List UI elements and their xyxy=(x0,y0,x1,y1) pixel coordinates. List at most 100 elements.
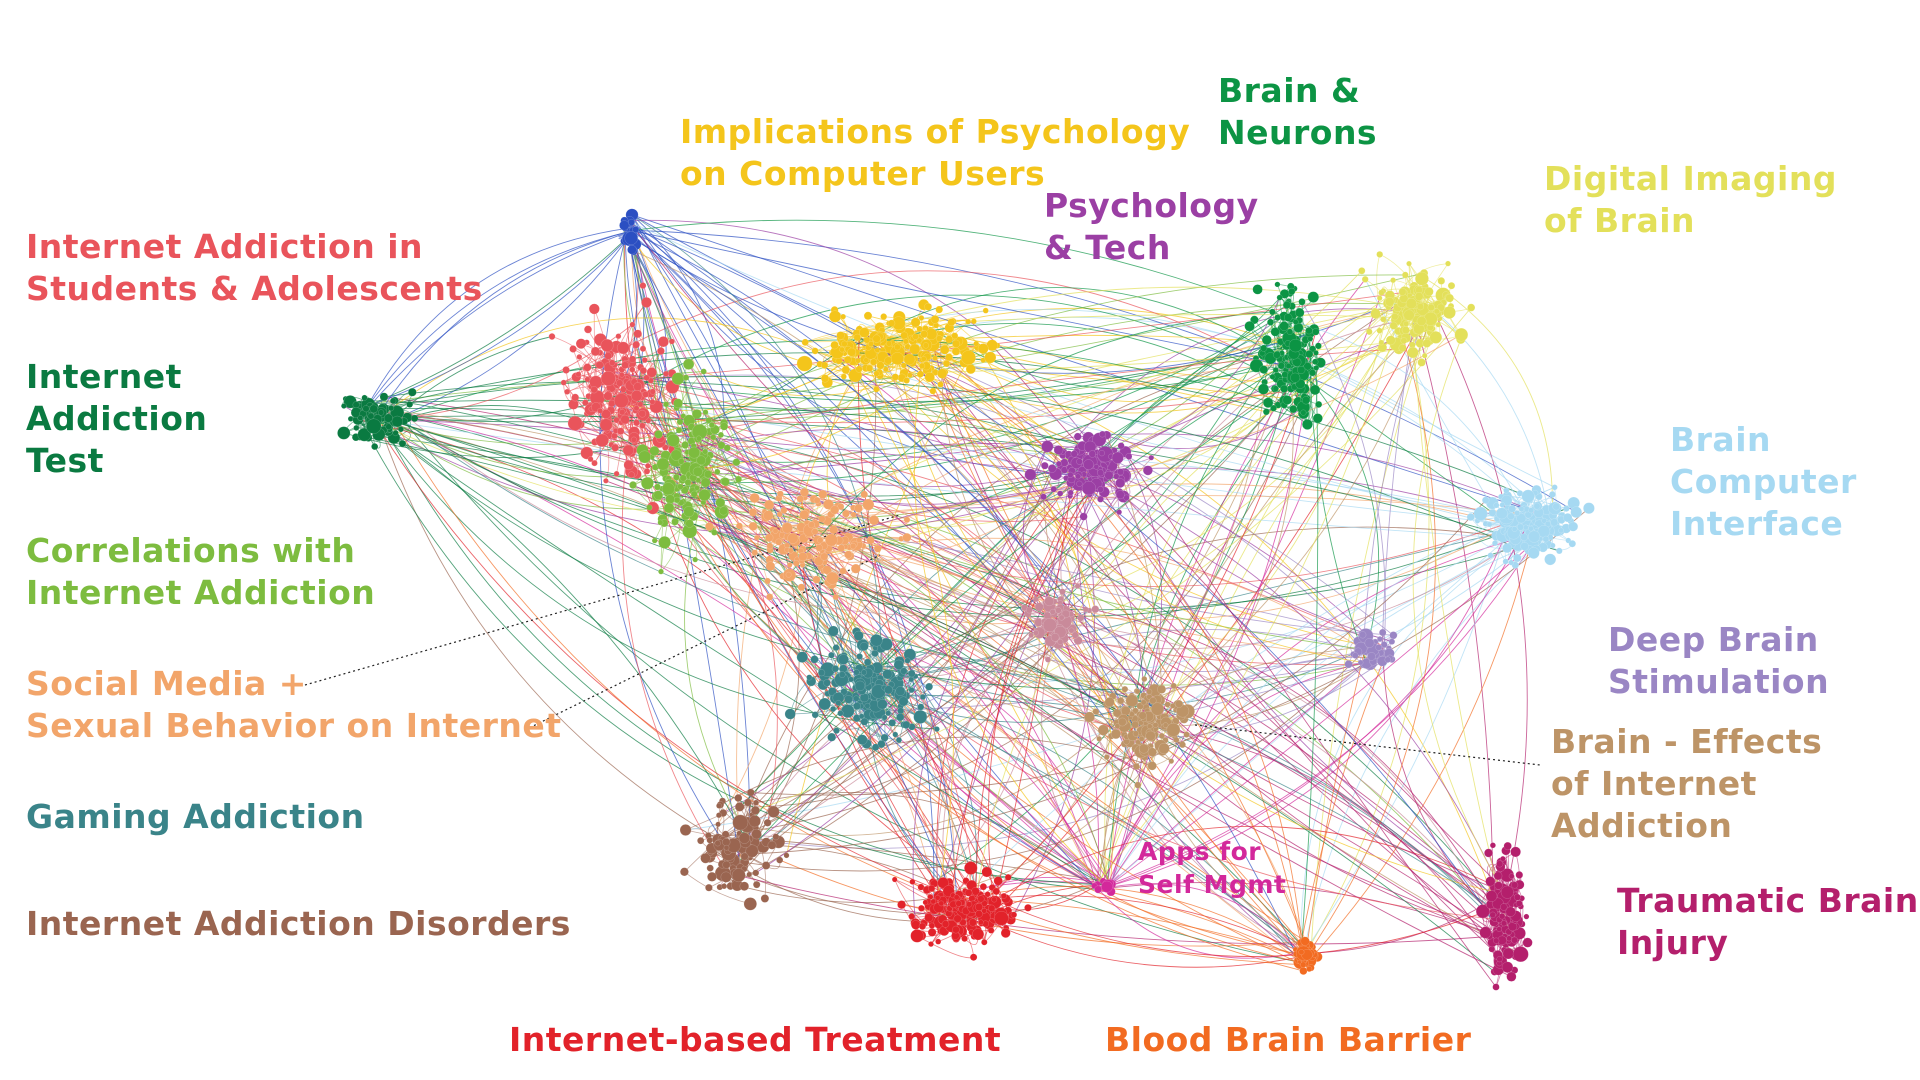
node xyxy=(1262,408,1270,416)
node xyxy=(1384,297,1395,307)
node xyxy=(870,634,883,647)
node xyxy=(902,720,911,729)
node xyxy=(984,891,991,898)
node xyxy=(673,496,681,504)
node xyxy=(858,713,865,720)
node xyxy=(975,910,983,918)
node xyxy=(874,347,881,354)
edge xyxy=(689,523,1161,717)
node xyxy=(624,231,639,245)
node xyxy=(1274,281,1281,288)
node xyxy=(981,908,988,914)
node xyxy=(880,313,888,320)
node xyxy=(407,387,417,397)
node xyxy=(1057,490,1064,497)
node xyxy=(918,362,926,370)
node xyxy=(1398,344,1407,353)
label-implications: Implications of Psychology on Computer U… xyxy=(680,112,1191,193)
node xyxy=(631,390,643,402)
node xyxy=(616,341,630,355)
node xyxy=(783,852,790,859)
node xyxy=(1082,606,1089,613)
node xyxy=(922,899,929,906)
node xyxy=(832,644,840,651)
node xyxy=(1132,763,1140,771)
edge xyxy=(1111,312,1434,737)
node xyxy=(753,799,760,806)
node xyxy=(1042,618,1057,633)
edge xyxy=(364,397,1567,618)
edge xyxy=(635,229,1495,923)
node xyxy=(629,481,637,489)
node xyxy=(1523,524,1529,531)
label-correlations: Correlations with Internet Addiction xyxy=(26,531,376,612)
node xyxy=(992,887,1000,896)
node xyxy=(953,894,960,901)
network-nodes xyxy=(337,208,1595,991)
node xyxy=(613,470,620,477)
node xyxy=(710,434,717,441)
node xyxy=(745,844,759,858)
node xyxy=(1145,730,1156,741)
node xyxy=(880,733,889,742)
node xyxy=(1104,470,1114,480)
node xyxy=(583,363,592,372)
node xyxy=(1500,855,1506,862)
node xyxy=(611,443,620,452)
edge xyxy=(1412,339,1510,902)
edge xyxy=(1106,388,1305,887)
node xyxy=(1152,722,1159,728)
node xyxy=(1424,287,1434,297)
node xyxy=(705,522,714,531)
label-digital-imaging: Digital Imaging of Brain xyxy=(1544,159,1837,240)
node xyxy=(1113,473,1120,480)
node xyxy=(1070,450,1078,458)
node xyxy=(924,913,934,923)
node xyxy=(937,877,949,889)
node xyxy=(1533,502,1541,510)
node xyxy=(734,802,745,812)
node xyxy=(1290,372,1301,383)
edge xyxy=(647,274,1406,484)
node xyxy=(371,443,379,451)
node xyxy=(1028,632,1034,639)
node xyxy=(1505,906,1516,917)
node xyxy=(337,426,351,440)
node xyxy=(638,450,652,464)
node xyxy=(797,583,806,592)
node xyxy=(853,695,860,702)
node xyxy=(918,904,925,912)
node xyxy=(588,303,600,315)
node xyxy=(947,318,956,327)
node xyxy=(694,485,700,491)
node xyxy=(1473,506,1488,521)
node xyxy=(571,393,580,402)
node xyxy=(1487,552,1494,559)
node xyxy=(1125,452,1133,460)
node xyxy=(1359,631,1367,639)
node xyxy=(1115,490,1125,500)
node xyxy=(844,695,853,704)
node xyxy=(1312,413,1323,424)
node xyxy=(715,497,726,508)
node xyxy=(838,654,849,665)
node xyxy=(1378,339,1385,346)
node xyxy=(928,922,936,929)
node xyxy=(959,918,967,926)
node xyxy=(1024,468,1037,481)
node xyxy=(385,423,392,430)
node xyxy=(1183,731,1190,738)
edge xyxy=(790,286,1292,551)
node xyxy=(1485,890,1498,902)
edge xyxy=(633,219,1315,330)
node xyxy=(847,347,857,357)
node xyxy=(815,544,823,552)
node xyxy=(620,414,630,425)
edge xyxy=(973,314,1412,322)
node xyxy=(1111,451,1124,464)
node xyxy=(793,560,800,567)
node xyxy=(1391,313,1399,321)
edge xyxy=(633,229,1577,513)
node xyxy=(908,687,915,694)
node xyxy=(871,743,880,751)
